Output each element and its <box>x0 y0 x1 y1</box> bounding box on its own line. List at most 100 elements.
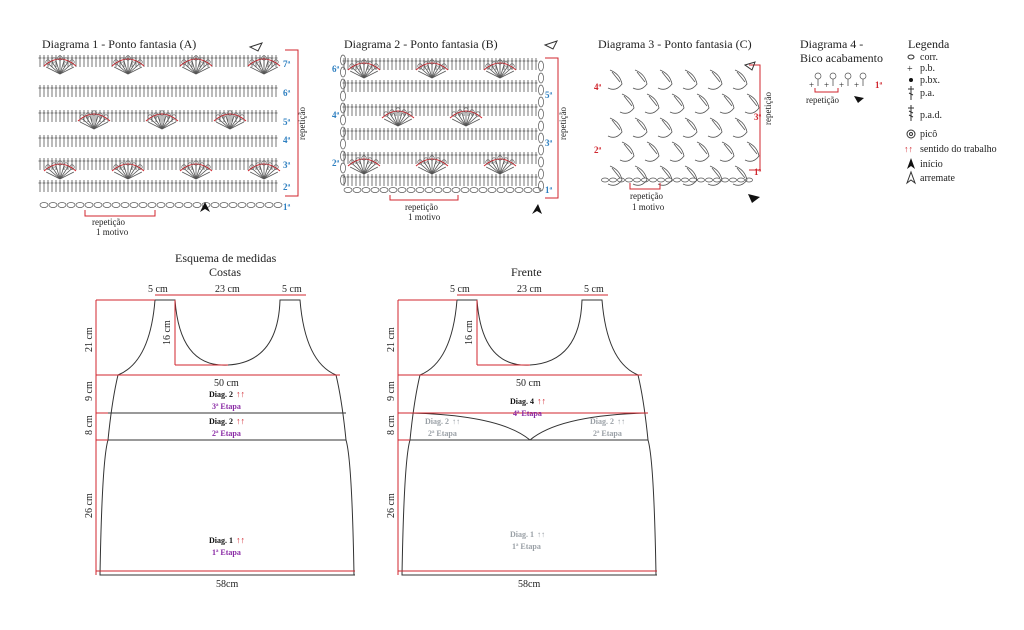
chain-stitch <box>665 177 673 183</box>
picot-icon <box>63 57 69 63</box>
chain-stitch <box>673 177 681 183</box>
picot-icon <box>429 155 435 161</box>
treble-crochet-icon <box>908 105 914 121</box>
diagram-1: Diagrama 1 - Ponto fantasia (A) 7ª 6ª 5ª… <box>38 37 307 237</box>
fan-stitch <box>184 168 197 180</box>
diagram-4-repeat-label: repetição <box>806 95 839 105</box>
picot-icon <box>367 157 373 163</box>
chain-stitch <box>255 202 265 208</box>
fan-stitch <box>82 118 95 130</box>
diagram-4: Diagrama 4 - Bico acabamento ++++ repeti… <box>800 37 883 105</box>
fan-stitch <box>116 63 129 75</box>
diagram-1-row-5: 5ª <box>283 117 291 127</box>
fan-stitch <box>255 61 265 75</box>
picot-icon <box>509 63 515 69</box>
chain-icon <box>907 54 915 60</box>
back-shoulder-left-width: 5 cm <box>148 284 168 295</box>
fan-stitch <box>89 115 95 130</box>
chain-stitch <box>609 177 617 183</box>
picot-icon <box>85 112 91 118</box>
fan-stitch <box>218 118 231 130</box>
fan-stitch <box>499 64 505 79</box>
fan-stitch <box>127 171 143 180</box>
fan-stitch <box>123 60 129 75</box>
fan-stitch <box>495 160 501 175</box>
chain-stitch <box>66 202 76 208</box>
fan-stitch <box>181 171 197 180</box>
front-height-armhole: 21 cm <box>386 327 397 352</box>
mesh-loop <box>682 69 698 90</box>
mesh-loop <box>682 117 698 138</box>
picot-icon <box>255 57 261 63</box>
fan-stitch <box>397 112 403 127</box>
picot-icon <box>485 159 491 165</box>
diagram-2-row-1: 1ª <box>545 185 553 195</box>
diagram-3-row-4: 4ª <box>594 82 602 92</box>
fan-stitch <box>93 116 103 130</box>
back-zone2-stage: 2ª Etapa <box>212 429 241 438</box>
front-height-zone3: 9 cm <box>386 381 397 401</box>
fan-stitch <box>349 70 365 79</box>
single-crochet-icon: + <box>824 80 829 90</box>
diagram-2: Diagrama 2 - Ponto fantasia (B) 6ª 4ª 2ª… <box>332 37 568 222</box>
diagram-2-repeat-label: repetição <box>405 202 438 212</box>
fan-stitch <box>389 113 399 127</box>
legend-item-pico: picô <box>906 129 937 140</box>
front-right-diagram: Diag. 2 <box>590 417 614 426</box>
picot-icon <box>349 159 355 165</box>
fan-stitch <box>55 165 61 180</box>
front-panel-outline <box>401 299 657 576</box>
fan-stitch <box>491 161 501 175</box>
chain-stitch <box>729 177 737 183</box>
fan-stitch <box>363 160 369 175</box>
single-crochet-icon: + <box>907 64 913 75</box>
fan-stitch <box>127 165 133 180</box>
fan-stitch <box>431 166 447 175</box>
back-zone3-stage: 3ª Etapa <box>212 402 241 411</box>
picot-icon <box>153 112 159 118</box>
fan-stitch <box>123 165 129 180</box>
picot-icon <box>165 112 171 118</box>
diagram-1-row-6: 6ª <box>283 88 291 98</box>
fan-stitch <box>465 112 471 127</box>
fan-stitch <box>187 166 197 180</box>
work-direction-icon: ↑↑ <box>236 389 245 399</box>
chain-stitch <box>84 202 94 208</box>
fan-stitch <box>485 166 501 175</box>
back-zone3-diagram: Diag. 2 <box>209 390 233 399</box>
picot-icon <box>51 57 57 63</box>
chain-stitch <box>538 84 544 96</box>
diagram-1-row-7: 7ª <box>283 59 291 69</box>
start-arrow-icon <box>907 158 915 169</box>
picot-icon <box>215 114 221 120</box>
slip-stitch-icon <box>909 78 913 82</box>
diagram-2-row-4: 4ª <box>332 110 340 120</box>
chain-stitch <box>340 174 346 186</box>
front-zone4-stage: 4ª Etapa <box>513 409 542 418</box>
single-crochet-icon: + <box>809 80 814 90</box>
front-left-stage: 2ª Etapa <box>428 429 457 438</box>
diagram-1-repeat-bracket <box>84 210 156 217</box>
fan-stitch <box>363 163 376 175</box>
picot-icon <box>423 157 429 163</box>
fan-stitch <box>431 67 444 79</box>
work-direction-icon: ↑↑ <box>537 396 546 406</box>
chain-stitch <box>343 187 353 193</box>
fan-stitch <box>397 118 413 127</box>
picot-icon <box>205 59 211 65</box>
chain-stitch <box>246 202 256 208</box>
chain-stitch <box>340 150 346 162</box>
chain-stitch <box>633 177 641 183</box>
chain-stitch <box>165 202 175 208</box>
diagram-2-side-label: repetição <box>558 107 568 140</box>
picot-icon <box>829 72 837 80</box>
fan-stitch <box>225 115 231 130</box>
legend-label: p.bx. <box>920 75 940 86</box>
picot-icon <box>497 59 503 65</box>
fan-stitch <box>491 65 501 79</box>
fan-stitch <box>229 121 245 130</box>
picot-icon <box>181 59 187 65</box>
stitch-mark <box>661 119 671 131</box>
chain-stitch <box>442 187 452 193</box>
mesh-loop <box>744 141 760 162</box>
